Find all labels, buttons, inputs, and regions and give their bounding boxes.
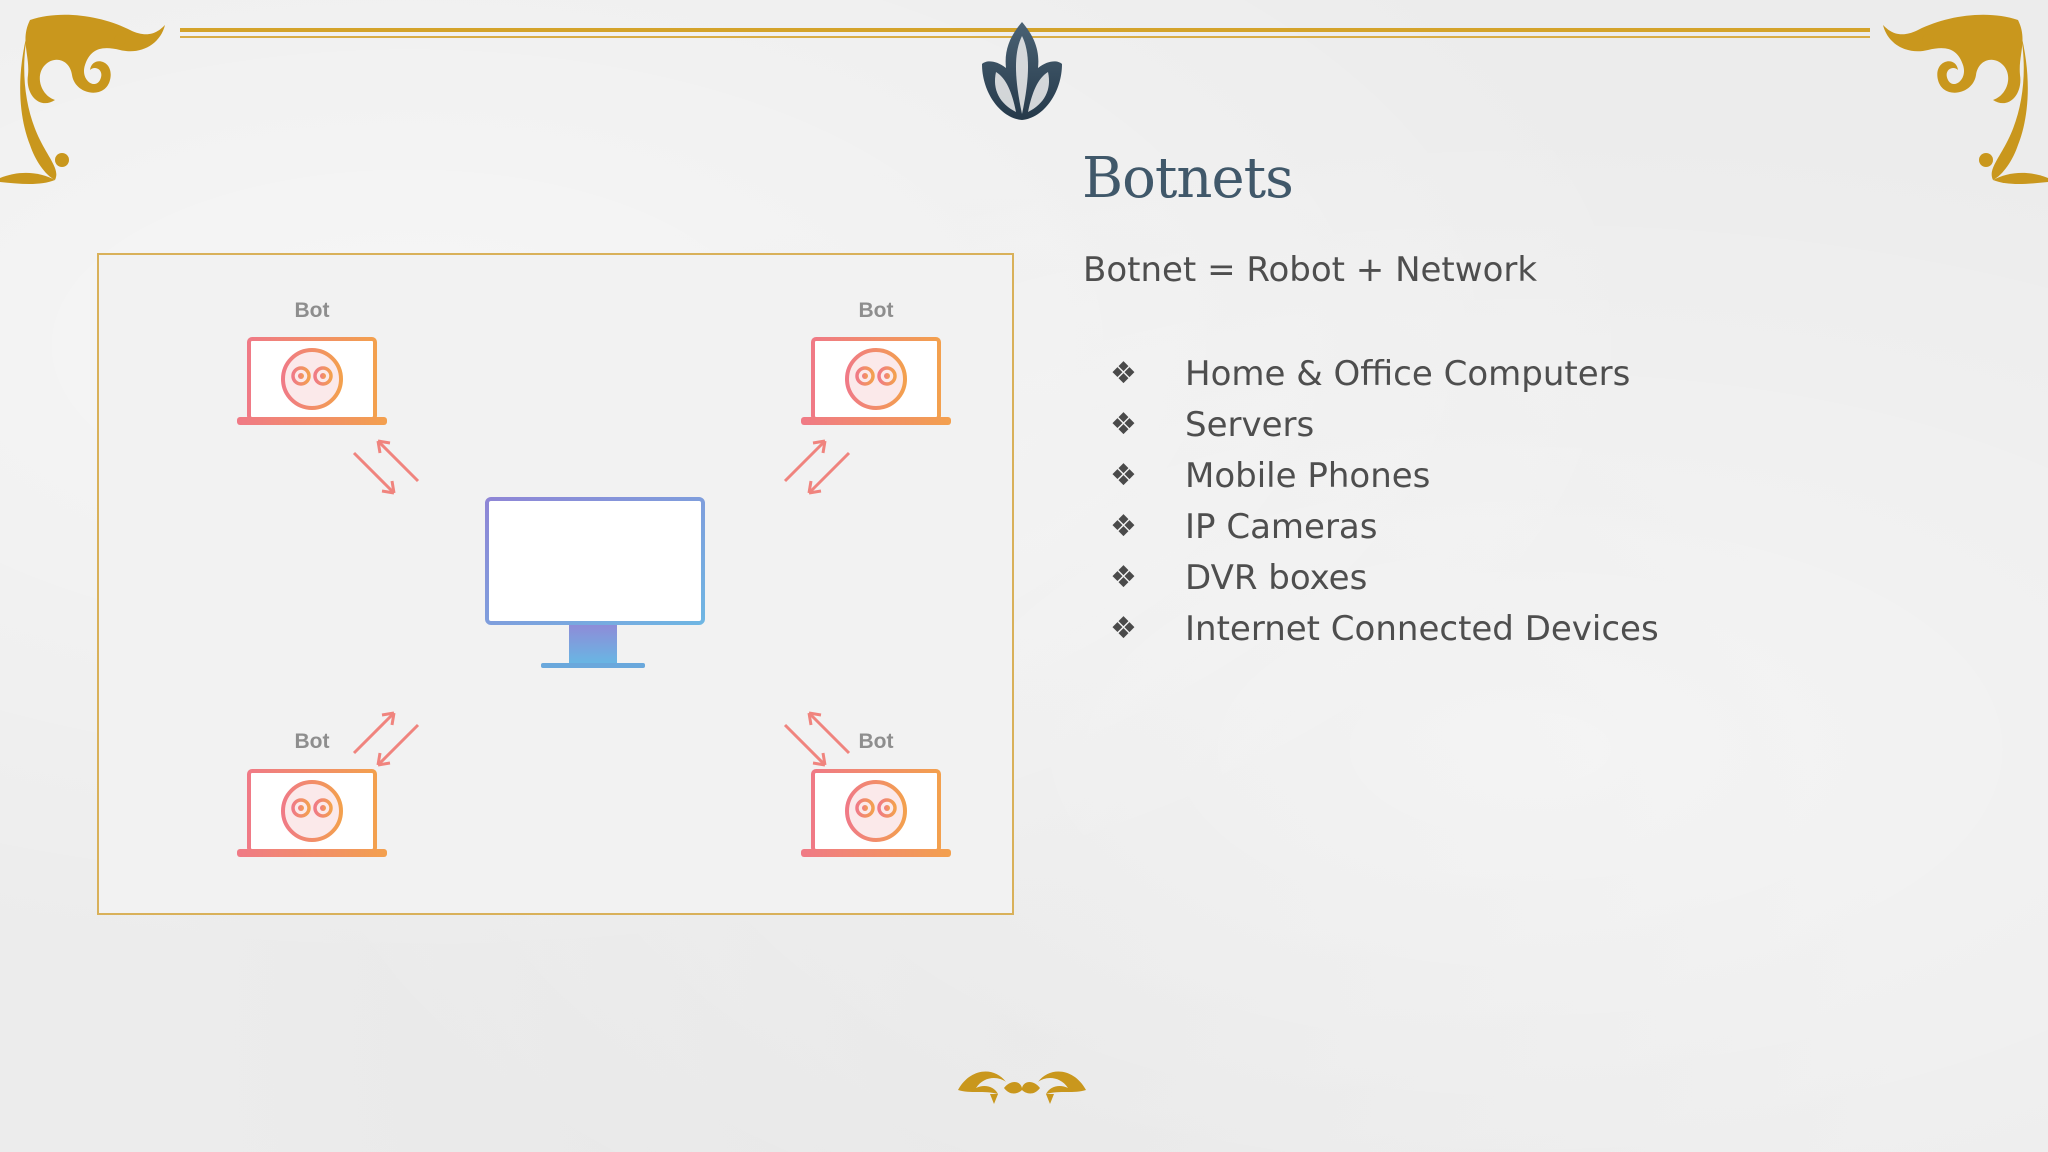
list-item-label: Servers <box>1185 404 1315 445</box>
diamond-bullet-icon: ❖ <box>1110 356 1137 391</box>
slide-subtitle: Botnet = Robot + Network <box>1083 250 1538 290</box>
slide-title: Botnets <box>1082 146 1294 211</box>
bot-label: Bot <box>858 299 894 322</box>
list-item: ❖ Servers <box>1110 399 1659 450</box>
list-item-label: Internet Connected Devices <box>1185 608 1659 649</box>
bot-label: Bot <box>294 730 330 753</box>
botnet-diagram: Bot Bot Bot Bot <box>97 253 1014 915</box>
bot-laptop-icon <box>801 337 951 427</box>
corner-ornament-icon <box>0 14 165 184</box>
arrow-icon <box>352 711 420 767</box>
monitor-icon <box>485 497 705 668</box>
diamond-bullet-icon: ❖ <box>1110 407 1137 442</box>
bot-label: Bot <box>858 730 894 753</box>
list-item: ❖ Mobile Phones <box>1110 450 1659 501</box>
bot-laptop-icon <box>801 769 951 859</box>
diamond-bullet-icon: ❖ <box>1110 509 1137 544</box>
diamond-bullet-icon: ❖ <box>1110 560 1137 595</box>
lotus-emblem-icon <box>982 22 1062 120</box>
arrow-icon <box>783 439 851 495</box>
list-item: ❖ Home & Office Computers <box>1110 348 1659 399</box>
list-item-label: IP Cameras <box>1185 506 1378 547</box>
list-item: ❖ Internet Connected Devices <box>1110 603 1659 654</box>
bot-laptop-icon <box>237 337 387 427</box>
list-item: ❖ DVR boxes <box>1110 552 1659 603</box>
list-item-label: Mobile Phones <box>1185 455 1431 496</box>
list-item-label: Home & Office Computers <box>1185 353 1631 394</box>
list-item: ❖ IP Cameras <box>1110 501 1659 552</box>
bot-laptop-icon <box>237 769 387 859</box>
list-item-label: DVR boxes <box>1185 557 1368 598</box>
diamond-bullet-icon: ❖ <box>1110 458 1137 493</box>
diamond-bullet-icon: ❖ <box>1110 611 1137 646</box>
bot-label: Bot <box>294 299 330 322</box>
bullet-list: ❖ Home & Office Computers ❖ Servers ❖ Mo… <box>1110 348 1659 654</box>
arrow-icon <box>783 711 851 767</box>
corner-ornament-icon <box>1883 14 2048 184</box>
bottom-flourish-icon <box>958 1071 1086 1104</box>
arrow-icon <box>352 439 420 495</box>
